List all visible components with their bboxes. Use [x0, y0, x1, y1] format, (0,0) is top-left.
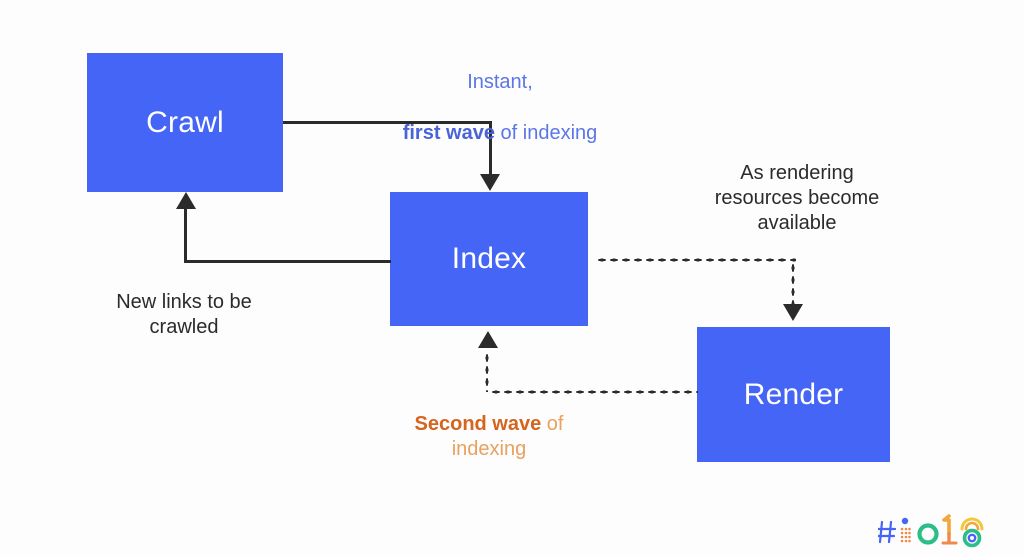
annotation-second-wave: Second wave of indexing [383, 412, 595, 462]
annotation-first-wave-line2: first wave of indexing [352, 121, 648, 146]
numeral-one [941, 514, 958, 545]
annotation-first-wave-rest: of indexing [494, 121, 598, 144]
node-render-label: Render [743, 377, 844, 411]
annotation-second-wave-bold: Second wave [414, 413, 542, 435]
edge-crawl-to-index-arrowhead [480, 174, 500, 191]
edge-crawl-to-index-horizontal [283, 121, 492, 124]
hash-icon [876, 520, 897, 544]
annotation-first-wave-bold: first wave [402, 121, 495, 144]
annotation-new-links: New links to be crawled [116, 291, 252, 339]
edge-render-to-index-horizontal [490, 390, 698, 394]
edge-index-to-render-horizontal [596, 258, 796, 262]
numeral-eight [960, 517, 984, 548]
edge-render-to-index-vertical [485, 352, 489, 392]
annotation-first-wave: Instant, first wave of indexing [352, 45, 648, 171]
edge-index-to-render-arrowhead [783, 304, 803, 321]
edge-index-to-crawl-arrowhead [176, 192, 196, 209]
annotation-rendering-resources: As rendering resources become available [714, 162, 880, 235]
google-io-2018-logo [876, 512, 988, 552]
node-render[interactable]: Render [697, 327, 890, 462]
edge-crawl-to-index-vertical [489, 121, 492, 176]
edge-render-to-index-arrowhead [478, 331, 498, 348]
node-index-label: Index [451, 242, 527, 275]
letter-o [917, 523, 939, 545]
edge-index-to-render-vertical [791, 262, 795, 306]
annotation-second-wave-rest: of indexing [451, 413, 564, 461]
letter-i-dotted [900, 517, 911, 543]
node-crawl[interactable]: Crawl [87, 53, 283, 192]
node-index[interactable]: Index [390, 192, 588, 326]
annotation-first-wave-line1: Instant, [467, 71, 533, 94]
edge-index-to-crawl-vertical [184, 209, 187, 261]
edge-index-to-crawl-horizontal [184, 260, 391, 263]
node-crawl-label: Crawl [146, 105, 224, 139]
